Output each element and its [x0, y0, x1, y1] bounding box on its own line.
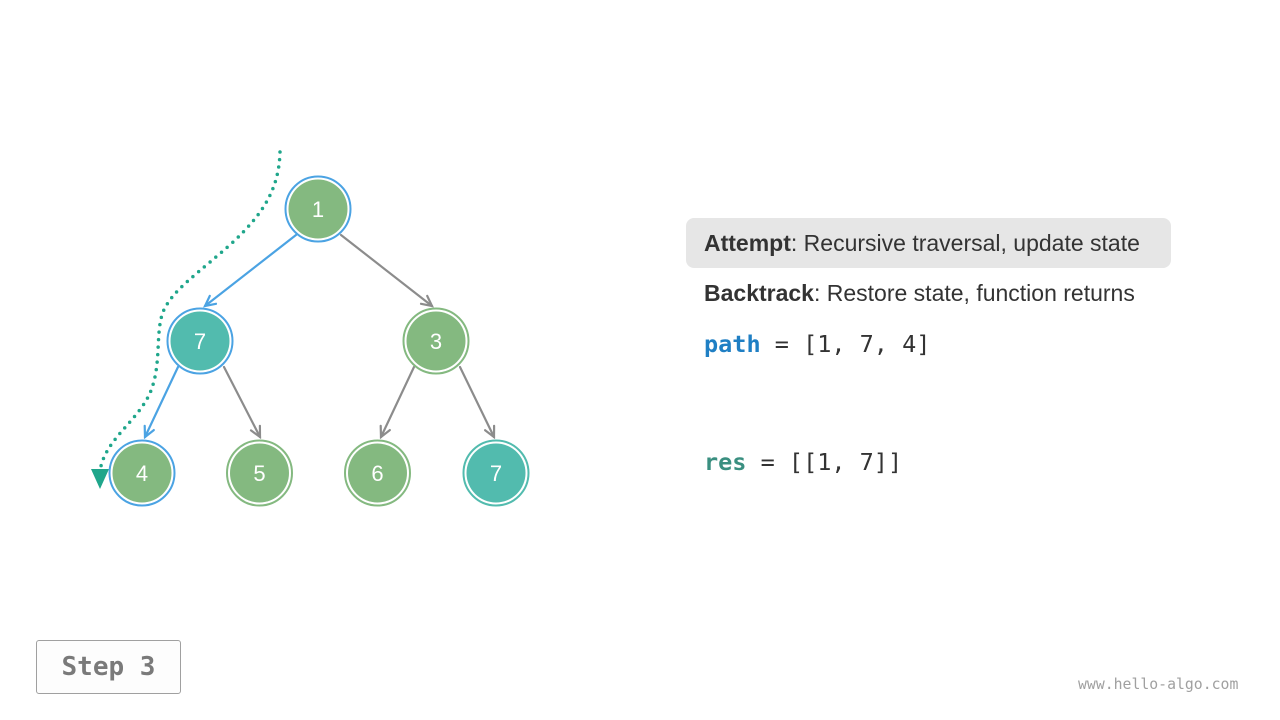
- traversal-trace-arrowhead: [91, 469, 109, 489]
- result-state: res = [[1, 7]]: [704, 445, 902, 479]
- attempt-term: Attempt: [704, 230, 791, 256]
- res-operator: =: [760, 448, 775, 476]
- tree-node: 4: [108, 439, 176, 507]
- node-circle: [466, 443, 526, 503]
- edge-line: [458, 365, 496, 439]
- tree-edge: [458, 365, 496, 440]
- tree-node: 7: [462, 439, 530, 507]
- node-label: 1: [312, 197, 324, 222]
- tree-node: 5: [226, 439, 293, 507]
- attempt-description: Recursive traversal, update state: [803, 230, 1140, 256]
- tree-node: 7: [166, 307, 234, 375]
- attempt-separator: :: [790, 230, 798, 256]
- edge-line: [143, 365, 180, 439]
- tree-edge: [203, 233, 298, 308]
- edge-line: [379, 365, 416, 439]
- edge-arrowhead: [203, 294, 218, 308]
- tree-node: 1: [284, 175, 352, 243]
- tree-node: 3: [402, 307, 470, 375]
- node-label: 3: [430, 329, 442, 354]
- node-circle: [406, 311, 466, 371]
- node-circle: [230, 443, 289, 503]
- site-watermark: www.hello-algo.com: [1078, 676, 1239, 693]
- backtrack-separator: :: [813, 280, 821, 306]
- backtrack-term: Backtrack: [704, 280, 814, 306]
- path-value: [1, 7, 4]: [803, 330, 931, 358]
- path-variable: path: [704, 330, 761, 358]
- backtrack-legend: Backtrack: Restore state, function retur…: [686, 268, 1171, 318]
- edge-line: [203, 233, 298, 308]
- tree-edge: [379, 365, 416, 440]
- edge-arrowhead: [143, 424, 155, 440]
- tree-edge: [143, 365, 180, 440]
- tree-edge: [222, 365, 262, 440]
- attempt-legend: Attempt: Recursive traversal, update sta…: [686, 218, 1171, 268]
- edge-arrowhead: [419, 294, 434, 308]
- node-label: 7: [194, 329, 206, 354]
- node-label: 5: [253, 461, 265, 486]
- res-value: [[1, 7]]: [788, 448, 903, 476]
- traversal-trace: [99, 150, 282, 468]
- tree-node: 6: [344, 439, 411, 507]
- edge-arrowhead: [484, 424, 496, 440]
- edge-line: [222, 365, 262, 439]
- node-circle: [170, 311, 230, 371]
- tree-edge: [339, 233, 434, 308]
- node-circle: [112, 443, 172, 503]
- edge-arrowhead: [249, 424, 262, 440]
- path-operator: =: [774, 330, 789, 358]
- node-circle: [348, 443, 407, 503]
- node-circle: [288, 179, 348, 239]
- node-label: 6: [371, 461, 383, 486]
- edge-arrowhead: [379, 424, 391, 440]
- res-variable: res: [704, 448, 747, 476]
- step-indicator: Step 3: [36, 640, 181, 694]
- edge-line: [339, 233, 434, 308]
- path-state: path = [1, 7, 4]: [704, 327, 930, 361]
- backtrack-description: Restore state, function returns: [826, 280, 1135, 306]
- node-label: 4: [136, 461, 148, 486]
- node-label: 7: [490, 461, 502, 486]
